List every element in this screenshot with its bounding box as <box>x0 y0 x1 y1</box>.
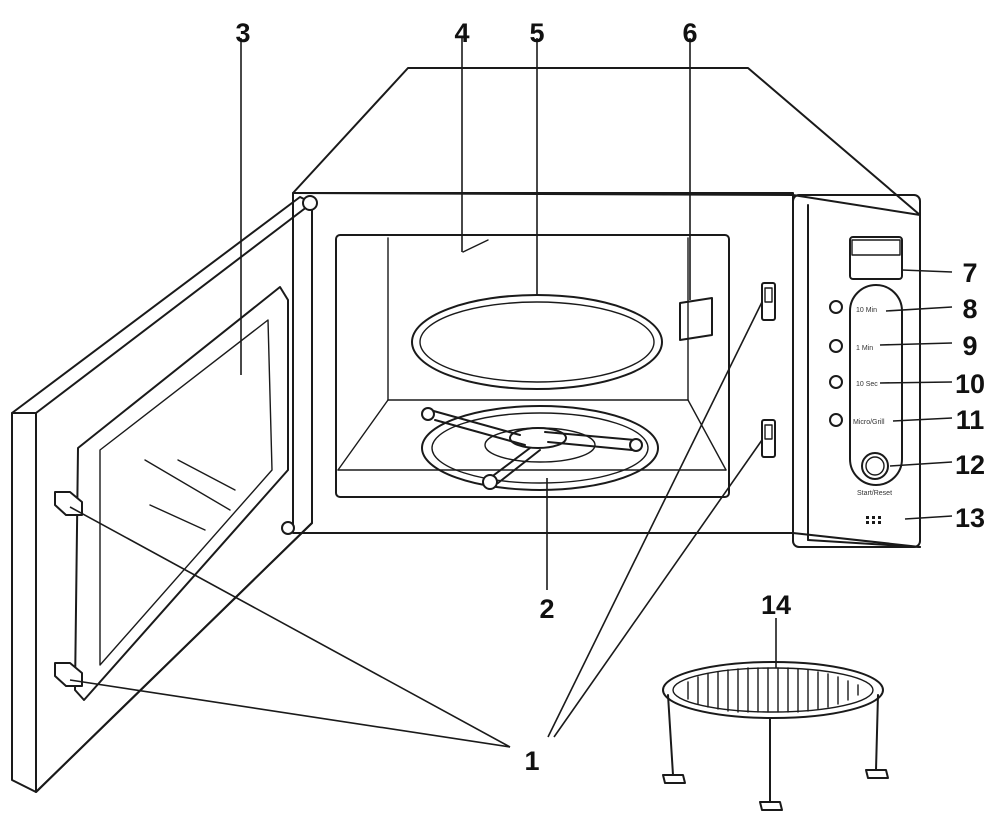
callout-14: 14 <box>761 590 791 620</box>
callout-8: 8 <box>962 294 977 324</box>
callout-7: 7 <box>962 258 977 288</box>
oven-door <box>12 196 317 792</box>
callout-1: 1 <box>524 746 539 776</box>
leader-lines <box>70 38 952 747</box>
cavity-light-mark <box>463 240 488 252</box>
callout-9: 9 <box>962 331 977 361</box>
grill-rack <box>663 662 888 810</box>
callout-3: 3 <box>235 18 250 48</box>
button-10-min[interactable]: 10 Min <box>830 301 877 314</box>
turntable-ring-assembly <box>422 406 658 490</box>
callout-labels: 3 4 5 6 7 8 9 10 11 12 13 2 14 1 <box>235 18 985 776</box>
callout-4: 4 <box>454 18 469 48</box>
button-1-min-label: 1 Min <box>856 345 873 352</box>
callout-6: 6 <box>682 18 697 48</box>
button-micro-grill-label: Micro/Grill <box>853 419 885 426</box>
button-1-min[interactable]: 1 Min <box>830 340 873 352</box>
button-micro-grill[interactable]: Micro/Grill <box>830 414 885 426</box>
button-start-reset[interactable]: Start/Reset <box>857 453 892 497</box>
callout-11: 11 <box>956 405 985 435</box>
callout-5: 5 <box>529 18 544 48</box>
waveguide-cover <box>680 298 712 340</box>
button-start-reset-label: Start/Reset <box>857 490 892 497</box>
callout-2: 2 <box>539 594 554 624</box>
callout-13: 13 <box>955 503 985 533</box>
oven-cavity <box>336 235 729 497</box>
glass-tray <box>412 295 662 389</box>
callout-12: 12 <box>955 450 985 480</box>
button-10-sec[interactable]: 10 Sec <box>830 376 878 388</box>
button-10-sec-label: 10 Sec <box>856 381 878 388</box>
button-10-min-label: 10 Min <box>856 307 877 314</box>
display-window <box>850 237 902 279</box>
callout-10: 10 <box>955 369 985 399</box>
door-release-vent <box>866 516 881 524</box>
door-lock-holes <box>762 283 775 457</box>
control-panel <box>850 237 902 485</box>
